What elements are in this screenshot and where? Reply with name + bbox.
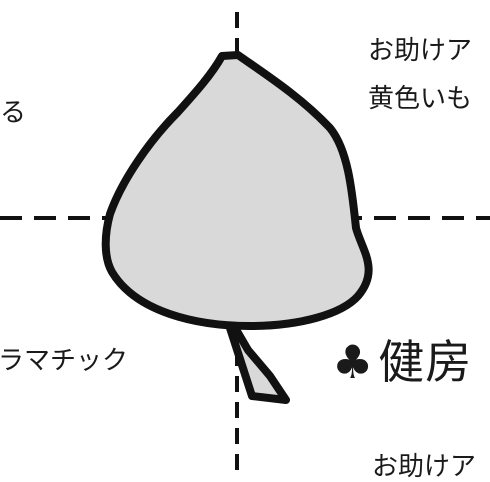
right-text-line-3: お助けア [372, 452, 477, 482]
leaf-stem [226, 322, 290, 404]
left-text-fragment: る [0, 98, 27, 128]
leaf-shape [101, 51, 373, 330]
left-text-fragment-dramatic: ゙ラマチック [0, 346, 129, 376]
leaf-diagram [0, 12, 490, 470]
section-heading-text: 健房 [378, 335, 473, 389]
illustration-canvas: る ゙ラマチック お助けア 黄色いも ♣健房 お助けア [0, 12, 490, 480]
right-text-line-2: 黄色いも [368, 84, 473, 114]
club-suit-icon: ♣ [332, 335, 375, 389]
section-heading: ♣健房 [332, 339, 472, 385]
right-text-line-1: お助けア [368, 36, 473, 66]
